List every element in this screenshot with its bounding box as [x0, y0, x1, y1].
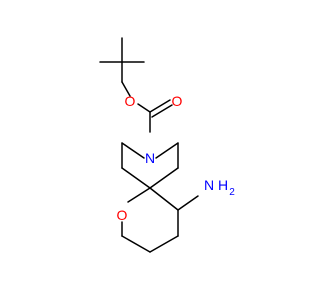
bonds	[99, 37, 199, 253]
ring-nitrogen-label: N	[145, 150, 155, 166]
molecule-structure: O O N O N H 2	[99, 37, 236, 253]
bond-carbonyl-double-a	[149, 99, 171, 113]
bond-pyran-bottom-right	[149, 235, 179, 253]
ester-oxygen-label: O	[125, 93, 136, 109]
bond-ring-left-lower	[121, 167, 151, 189]
bond-n-left	[121, 142, 145, 159]
bond-ring-right-lower	[149, 167, 179, 189]
bond-c-to-ester-o	[121, 81, 131, 97]
bond-spiro-to-ring-o	[127, 187, 151, 203]
bond-carbonyl-double-b	[151, 104, 173, 118]
bond-ester-o-to-carbonyl	[137, 103, 151, 113]
amine-nitrogen-label: N	[204, 177, 214, 193]
bond-n-right	[155, 142, 179, 159]
bond-pyran-bottom-left	[121, 235, 151, 253]
bond-spiro-to-amine-c	[149, 187, 179, 211]
amine-subscript-label: 2	[229, 187, 235, 198]
amine-hydrogen-label: H	[218, 177, 228, 193]
atom-labels: O O N O N H 2	[117, 93, 236, 223]
ring-oxygen-label: O	[117, 207, 128, 223]
carbonyl-oxygen-label: O	[172, 93, 183, 109]
bond-amine	[177, 195, 199, 211]
